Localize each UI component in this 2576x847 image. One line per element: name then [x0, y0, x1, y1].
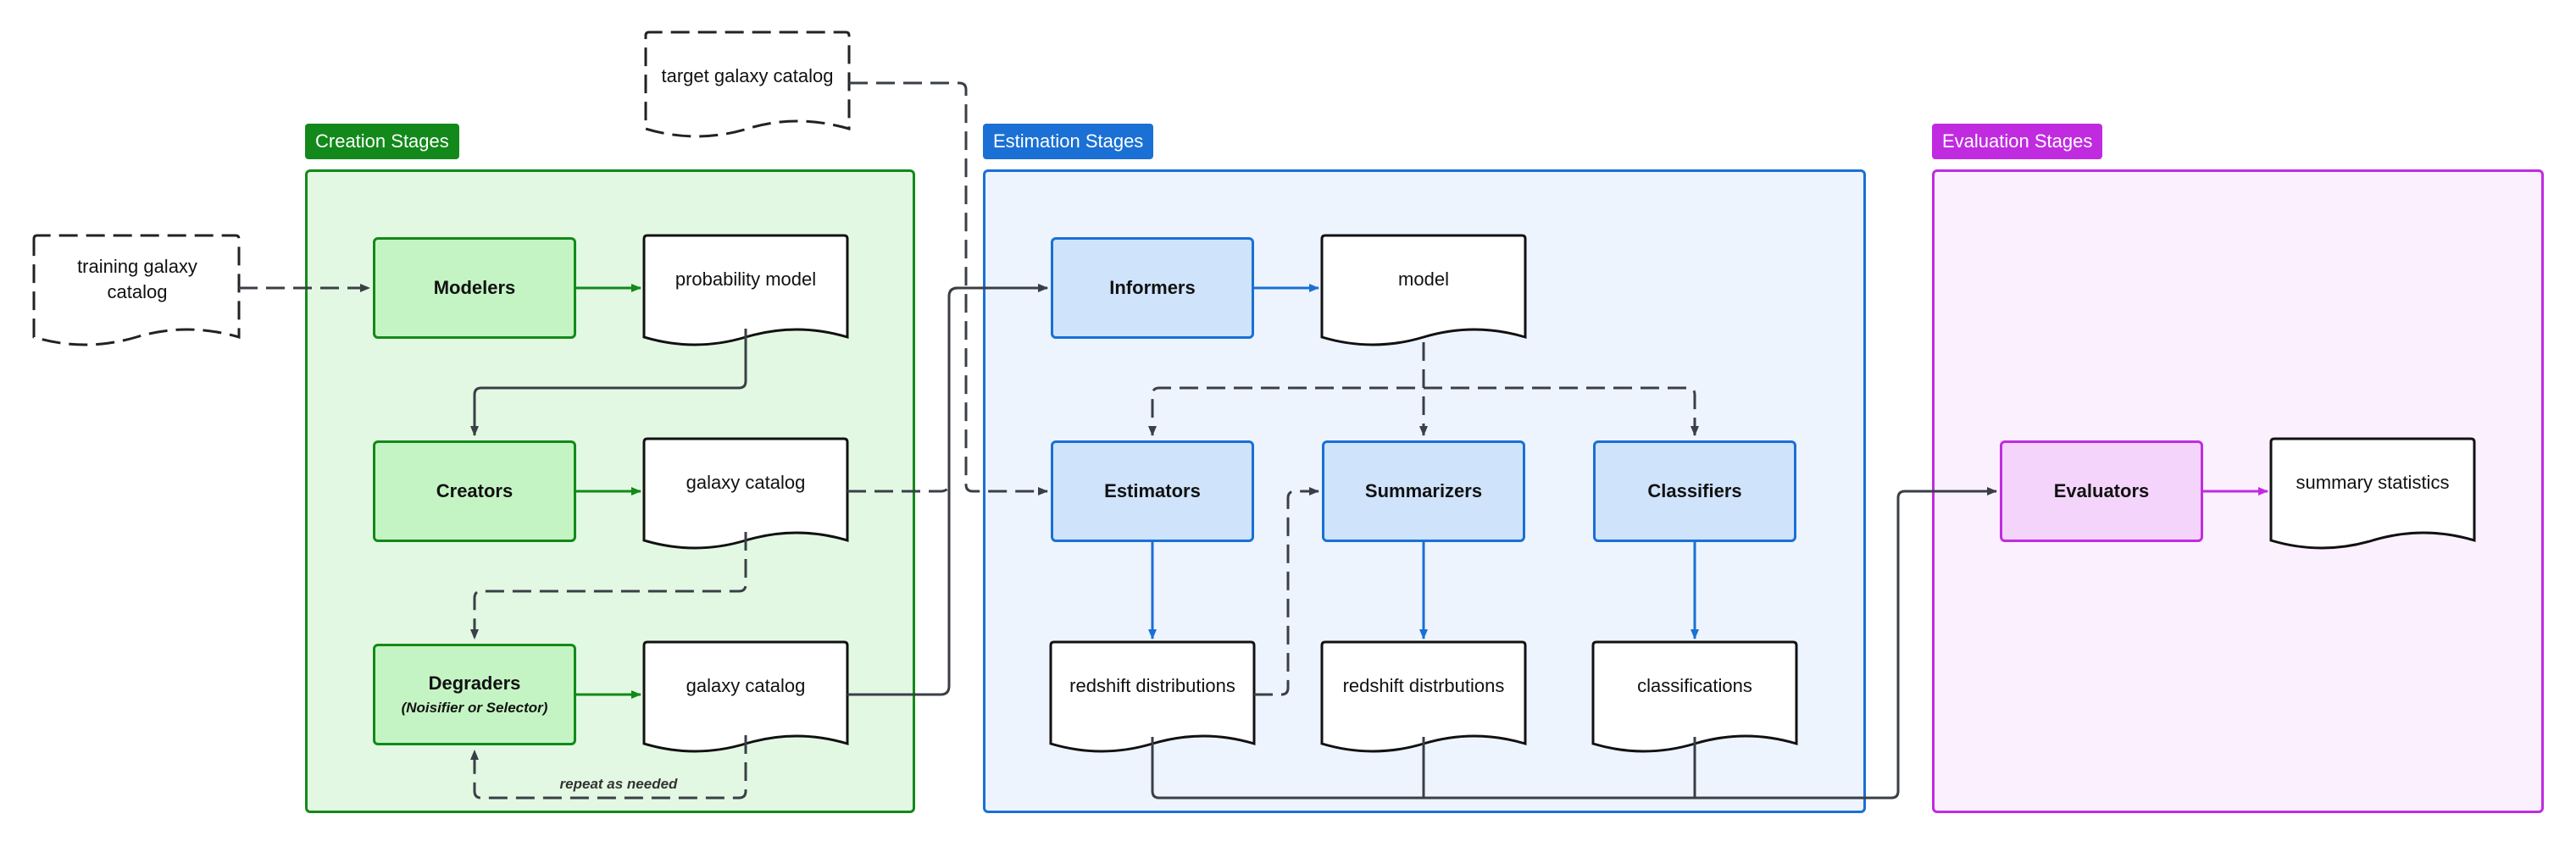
arrow-repeat-loop — [470, 735, 747, 800]
classifications-label: classifications — [1637, 675, 1752, 697]
training-catalog-shape — [32, 234, 241, 346]
repeat-note: repeat as needed — [559, 776, 678, 792]
summarizers-label: Summarizers — [1364, 480, 1483, 501]
creators-label: Creators — [436, 480, 514, 501]
evaluators-label: Evaluators — [2053, 480, 2150, 501]
summary-statistics-label: summary statistics — [2296, 472, 2450, 494]
redshift-distrbutions-shape — [1320, 640, 1527, 753]
classifiers-label: Classifiers — [1647, 480, 1742, 501]
summary-statistics-shape — [2269, 437, 2476, 550]
degraders-label: Degraders — [428, 673, 521, 694]
classifications-shape — [1591, 640, 1798, 753]
target-catalog-shape — [644, 30, 851, 138]
target-catalog-label: target galaxy catalog — [661, 65, 834, 87]
estimators-stage: Estimators — [1051, 440, 1254, 542]
created-catalog-shape — [642, 437, 849, 550]
degraded-catalog-label: galaxy catalog — [686, 675, 806, 697]
evaluators-stage: Evaluators — [2000, 440, 2203, 542]
arrow-redshift-to-summarizers — [1254, 487, 1319, 696]
model-shape — [1320, 234, 1527, 346]
redshift-distrbutions-label: redshift distrbutions — [1342, 675, 1505, 697]
informers-stage: Informers — [1051, 237, 1254, 339]
estimation-stages-label: Estimation Stages — [983, 124, 1154, 159]
degraded-catalog-shape — [642, 640, 849, 753]
arrow-outputs-to-evaluators — [1151, 487, 1997, 800]
creators-stage: Creators — [373, 440, 576, 542]
modelers-label: Modelers — [433, 277, 516, 298]
arrow-model-to-classifiers — [1424, 386, 1699, 436]
informers-label: Informers — [1109, 277, 1196, 298]
arrow-catalog-to-degraders — [470, 532, 747, 639]
estimators-label: Estimators — [1104, 480, 1201, 501]
creation-stages-label: Creation Stages — [305, 124, 459, 159]
probability-model-shape — [642, 234, 849, 346]
classifiers-stage: Classifiers — [1593, 440, 1796, 542]
model-label: model — [1398, 268, 1449, 291]
degraders-sublabel: (Noisifier or Selector) — [401, 700, 548, 716]
arrow-catalog-to-informers — [847, 284, 1048, 493]
probability-model-label: probability model — [675, 268, 817, 291]
arrow-probability-model-to-creators — [470, 329, 747, 436]
redshift-distributions-shape — [1049, 640, 1256, 753]
arrow-target-to-estimators — [849, 81, 1048, 495]
arrow-model-to-estimators — [1148, 342, 1425, 436]
training-catalog-label: training galaxy catalog — [77, 256, 197, 302]
evaluation-stages-label: Evaluation Stages — [1932, 124, 2103, 159]
summarizers-stage: Summarizers — [1322, 440, 1525, 542]
redshift-distributions-label: redshift distributions — [1069, 675, 1235, 697]
arrow-degraded-to-informers — [847, 284, 1048, 696]
degraders-stage: Degraders (Noisifier or Selector) — [373, 644, 576, 745]
created-catalog-label: galaxy catalog — [686, 472, 806, 494]
modelers-stage: Modelers — [373, 237, 576, 339]
